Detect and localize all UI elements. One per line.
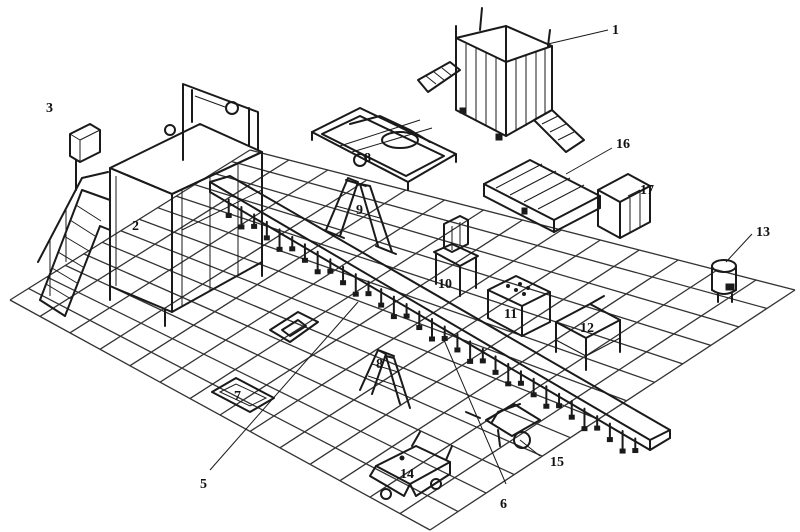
grid-line	[249, 149, 796, 291]
hanging-part-weight	[378, 302, 385, 308]
grid-line	[69, 169, 329, 334]
grid-line	[120, 230, 599, 420]
hanging-part-weight	[263, 235, 270, 241]
grid-line	[9, 299, 431, 531]
trestle-frame	[269, 311, 319, 343]
equipment-16-bench	[483, 159, 601, 233]
grid-line	[369, 269, 718, 498]
hanging-part-weight	[365, 291, 372, 297]
grid-line	[159, 199, 445, 383]
grid-line	[83, 253, 543, 457]
equipment-15-wheelbarrow	[465, 403, 541, 449]
hanging-part-weight	[441, 335, 448, 341]
grid-line	[175, 195, 683, 365]
grid-line	[39, 159, 290, 317]
hanging-part-weight	[619, 448, 626, 454]
hanging-part-weight	[403, 313, 410, 319]
hanging-part-weight	[581, 426, 588, 432]
equipment-10-chair	[433, 215, 479, 297]
hanging-part-weight	[314, 269, 321, 275]
hanging-part-weight	[594, 425, 601, 431]
hanging-part-weight	[632, 448, 639, 454]
hanging-part-weight	[467, 358, 474, 364]
hanging-part-weight	[340, 280, 347, 286]
hanging-part-weight	[390, 314, 397, 320]
callout-15: 15	[550, 455, 564, 470]
grid-line	[99, 179, 368, 350]
callout-7: 7	[234, 389, 241, 404]
grid-line	[28, 287, 459, 513]
hanging-part-weight	[568, 414, 575, 420]
grid-line	[189, 209, 484, 400]
equipment-8-trestle	[359, 349, 411, 409]
callout-11: 11	[504, 307, 517, 322]
hanging-part-weight	[352, 291, 359, 297]
callout-3: 3	[46, 101, 53, 116]
equipment-12-table	[555, 295, 621, 371]
callout-8-lower: 8	[376, 357, 383, 372]
hanging-part-weight	[606, 437, 613, 443]
grid-line	[279, 239, 601, 449]
callout-16: 16	[616, 137, 630, 152]
callout-5: 5	[200, 477, 207, 492]
callout-labels: 1 2 3 5 6 7 8 8 9 10 11 12 13 14 15 16 1…	[46, 23, 770, 512]
hanging-part-weight	[556, 403, 563, 409]
equipment-11-cage-table	[487, 275, 551, 337]
hanging-part-weight	[276, 246, 283, 252]
callout-1: 1	[612, 23, 619, 38]
hanging-part-weight	[517, 380, 524, 386]
booth-staircase	[37, 171, 111, 317]
hanging-part-weight	[301, 257, 308, 263]
equipment-9-a-frame-stand	[323, 177, 397, 255]
callout-leaders	[209, 29, 753, 485]
grid-line	[219, 219, 523, 416]
callout-9: 9	[356, 203, 363, 218]
callout-13: 13	[756, 225, 770, 240]
callout-6: 6	[500, 497, 507, 512]
callout-14: 14	[400, 467, 414, 482]
overhead-conveyor-rail	[209, 175, 671, 454]
grid-line	[129, 189, 407, 367]
hanging-part-weight	[505, 381, 512, 387]
hanging-part-weight	[479, 358, 486, 364]
hanging-part-weight	[327, 268, 334, 274]
grid-line	[194, 183, 711, 347]
equipment-14-cart	[369, 431, 453, 500]
hanging-part-weight	[251, 223, 258, 229]
hanging-part-weight	[543, 403, 550, 409]
grid-line	[309, 249, 640, 465]
grid-line	[46, 276, 487, 494]
grid-line	[139, 218, 627, 402]
hanging-part-weight	[530, 392, 537, 398]
equipment-13-drum	[711, 259, 737, 303]
equipment-1-cage	[417, 7, 585, 153]
callout-8-upper: 8	[364, 151, 371, 166]
hanging-part-weight	[454, 347, 461, 353]
callout-17: 17	[640, 183, 654, 198]
hanging-part-weight	[289, 246, 296, 252]
grid-line	[249, 229, 562, 432]
grid-line	[102, 241, 571, 439]
callout-12: 12	[580, 321, 594, 336]
equipment-2-booth	[109, 83, 263, 327]
grid-line	[65, 264, 515, 476]
hanging-part-weight	[225, 212, 232, 218]
hanging-part-weight	[416, 325, 423, 331]
grid-line	[429, 289, 796, 531]
equipment-17-cabinet	[597, 173, 651, 239]
callout-10: 10	[438, 277, 452, 292]
hanging-part-weight	[492, 369, 499, 375]
grid-line	[157, 207, 655, 383]
hanging-part-weight	[429, 336, 435, 342]
equipment-7-tray	[211, 377, 275, 413]
equipment-8-fixture-frame	[311, 107, 457, 191]
hanging-part-weight	[238, 224, 245, 230]
grid-line	[231, 160, 768, 310]
grid-line	[212, 172, 740, 328]
equipment-3-control-box	[69, 123, 101, 191]
callout-2: 2	[132, 219, 139, 234]
